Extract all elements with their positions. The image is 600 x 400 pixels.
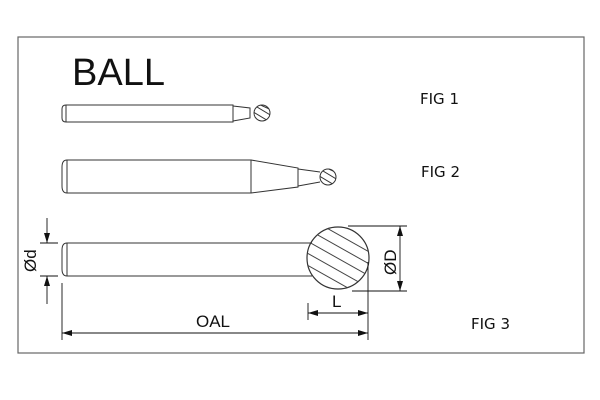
diagram-title: BALL (72, 52, 165, 94)
fig1-tool (61, 104, 271, 123)
shank-diameter-label: Ød (21, 249, 40, 272)
dimension-lines (40, 218, 407, 340)
overall-length-label: OAL (196, 312, 231, 331)
head-length-label: L (332, 292, 342, 311)
fig3-label: FIG 3 (471, 315, 510, 333)
fig2-label: FIG 2 (421, 163, 460, 181)
fig2-tool (61, 159, 337, 194)
fig1-label: FIG 1 (420, 90, 459, 108)
drawing-frame (17, 36, 585, 354)
head-diameter-label: ØD (381, 249, 400, 276)
